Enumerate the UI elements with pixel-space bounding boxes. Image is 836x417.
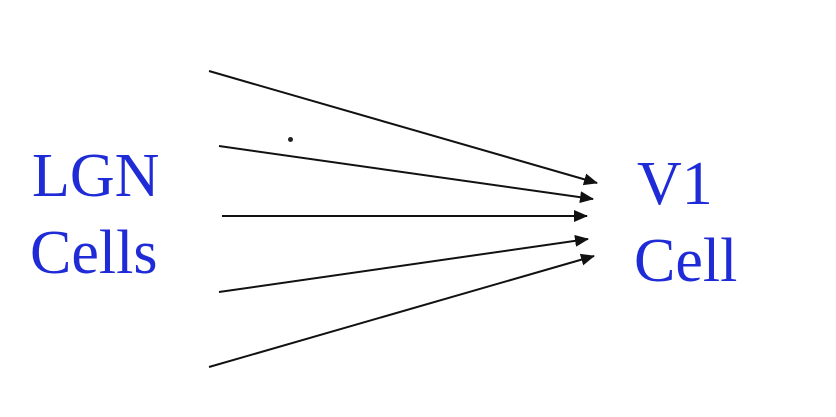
- arrow-5: [208, 253, 595, 368]
- v1-label-line2: Cell: [634, 227, 738, 295]
- v1-label-line1: V1: [637, 150, 713, 218]
- arrow-4: [218, 234, 589, 293]
- lgn-label-line2: Cells: [30, 219, 158, 287]
- arrow-2: [218, 145, 594, 204]
- lgn-label-line1: LGN: [32, 142, 160, 210]
- stray-dot: [288, 137, 293, 142]
- arrow-1: [208, 70, 598, 186]
